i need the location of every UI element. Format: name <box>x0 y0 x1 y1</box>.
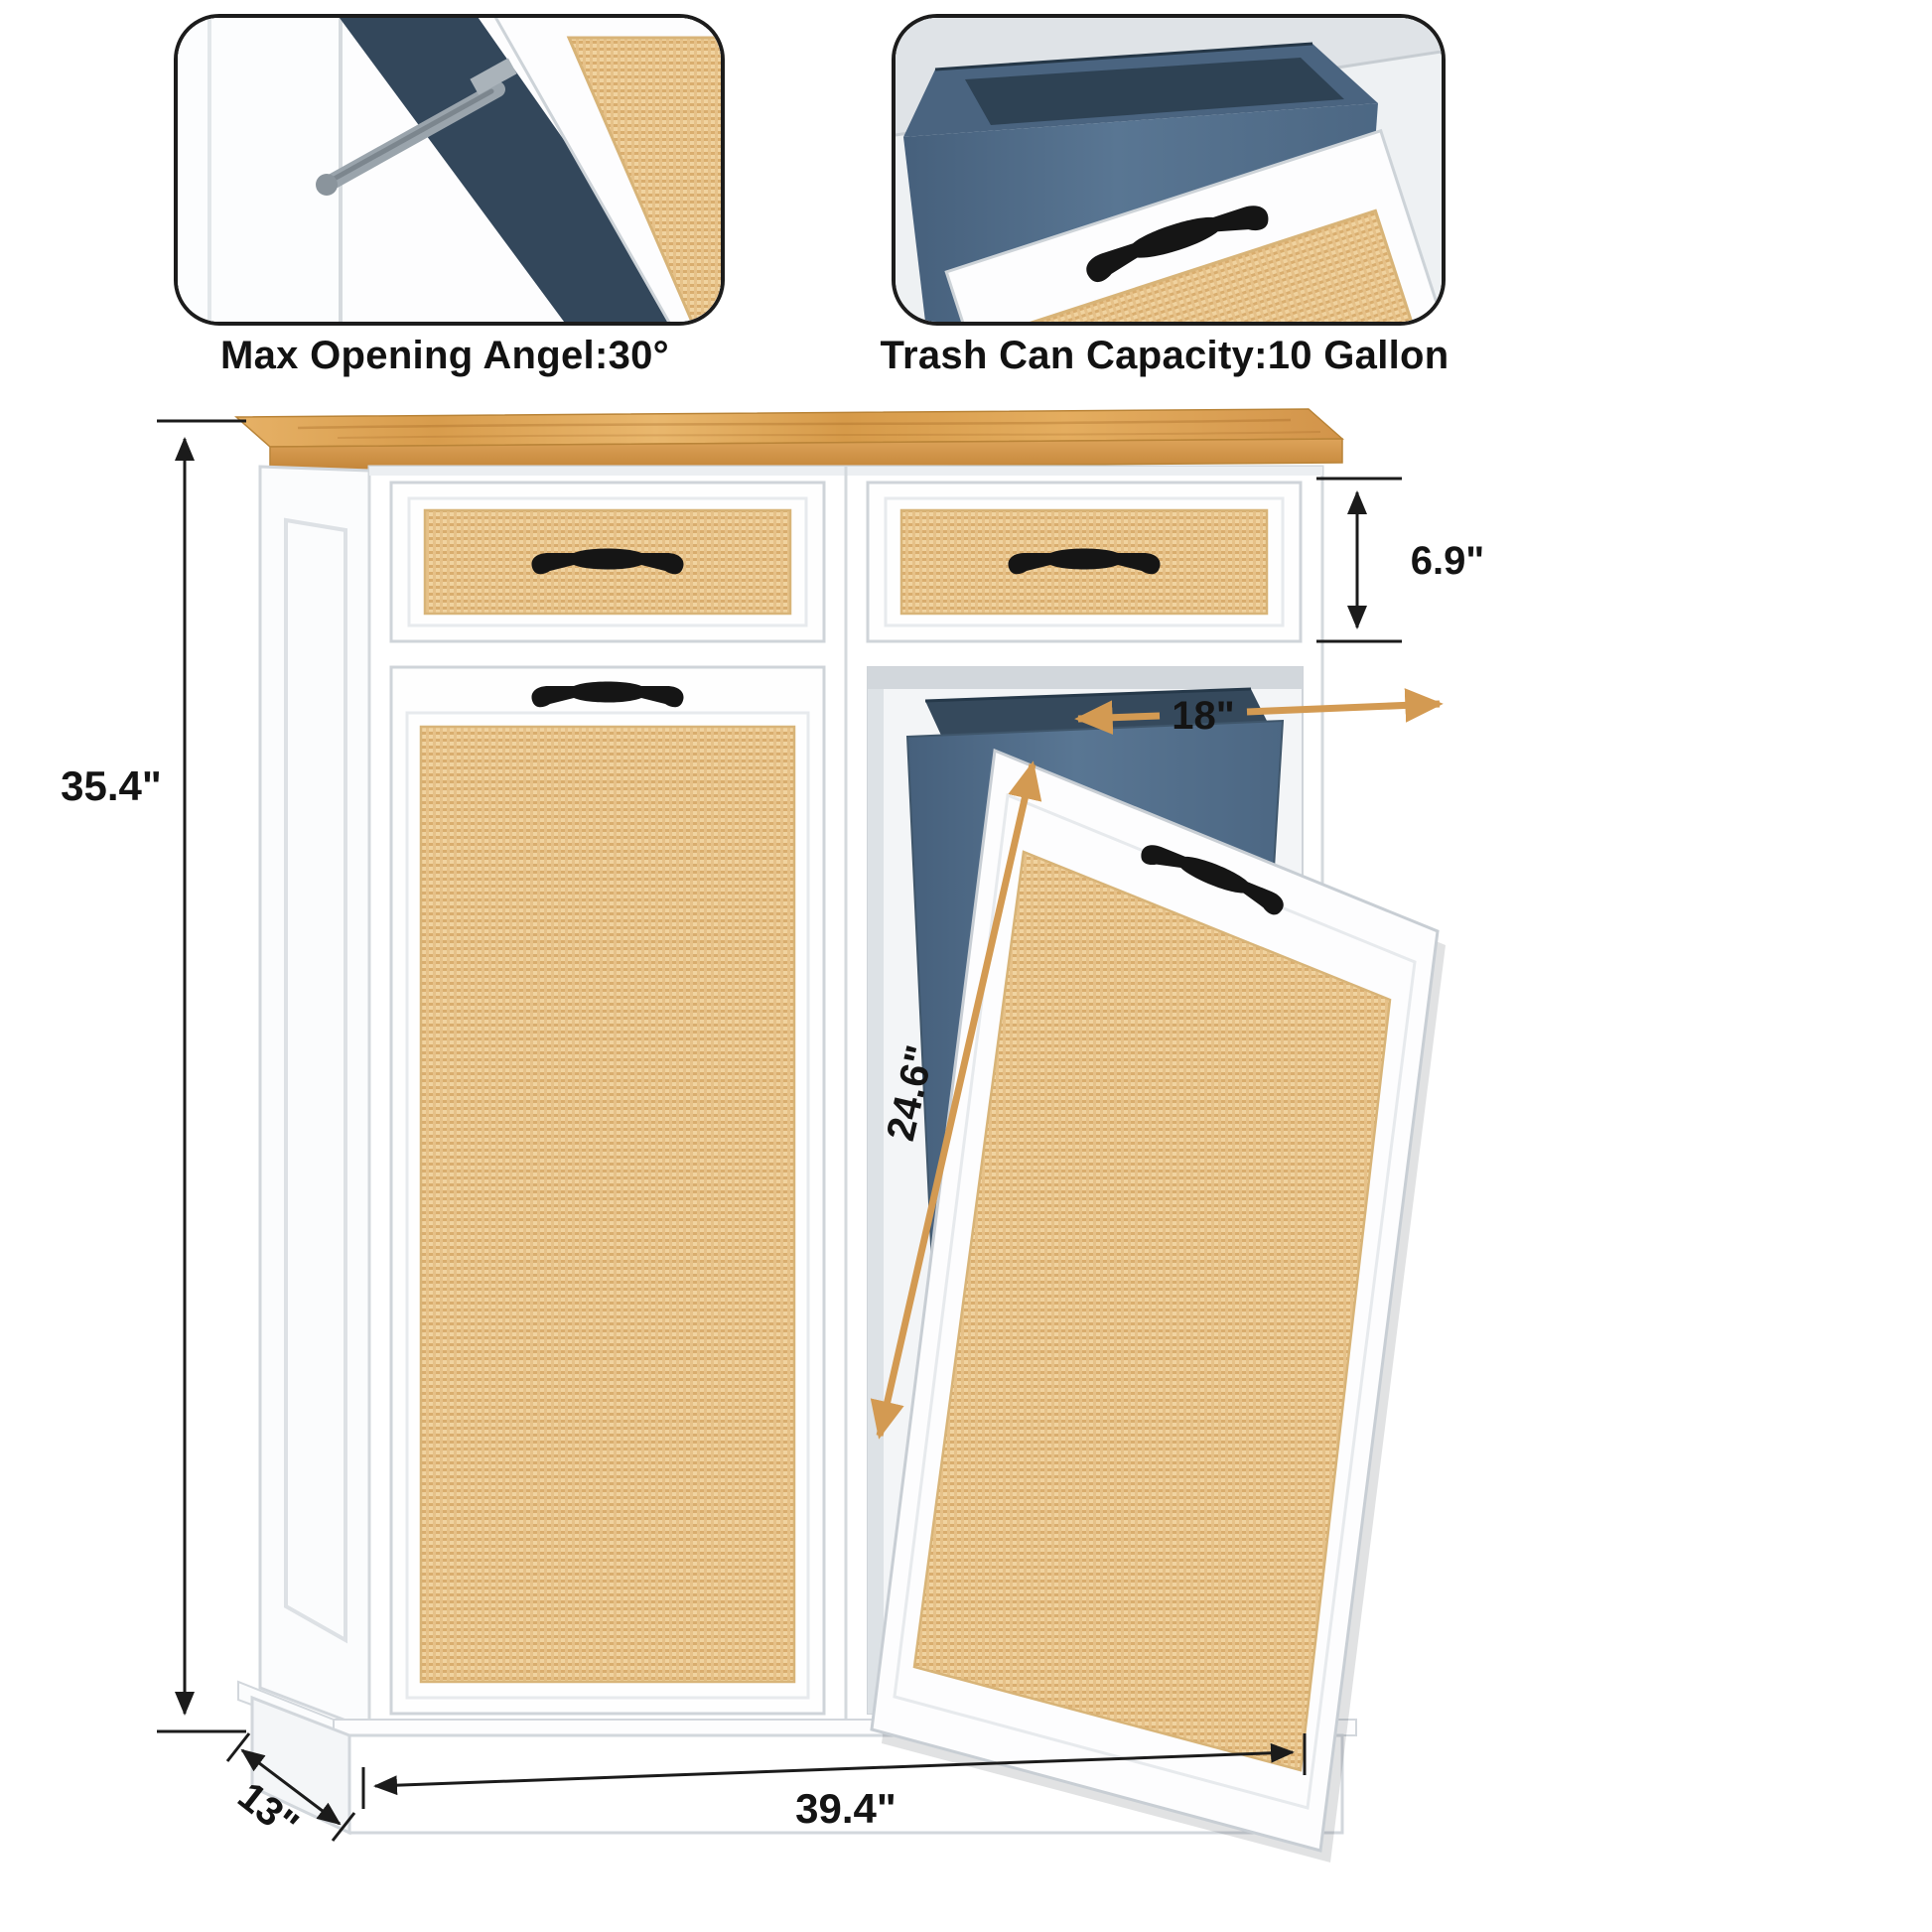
depth-dimension: 13" <box>225 1732 356 1848</box>
width-label: 39.4" <box>795 1785 897 1832</box>
right-compartment <box>867 666 1304 1715</box>
height-label: 35.4" <box>61 762 162 809</box>
wood-top <box>234 408 1344 472</box>
trash-can <box>905 687 1285 1459</box>
depth-label: 13" <box>229 1774 306 1848</box>
door-handle-icon[interactable] <box>1138 836 1289 918</box>
closeup-opening-angle <box>174 14 725 326</box>
closeup-trash-capacity <box>892 14 1446 326</box>
closeup-opening-angle-image <box>178 18 721 322</box>
door-shadow <box>882 764 1446 1863</box>
door-opening-dimension: 24.6" <box>870 760 1042 1440</box>
left-drawer[interactable] <box>389 481 826 643</box>
drawer-handle-icon[interactable] <box>531 548 684 575</box>
closeup-trash-capacity-image <box>896 18 1442 322</box>
door-opening-label: 24.6" <box>879 1041 943 1145</box>
left-tilt-door[interactable] <box>389 665 826 1716</box>
drawer-height-label: 6.9" <box>1411 539 1485 583</box>
can-width-label: 18" <box>1172 694 1234 738</box>
rattan-panel <box>899 508 1269 616</box>
door-handle-icon[interactable] <box>531 681 684 708</box>
cabinet-base <box>237 1680 1357 1836</box>
cabinet-frame-panel <box>178 18 345 322</box>
tilted-door-closeup <box>944 128 1442 322</box>
drawer-handle-icon[interactable] <box>1008 548 1161 575</box>
door-gap-shadow <box>339 18 692 322</box>
right-drawer[interactable] <box>866 481 1303 643</box>
rattan-panel <box>912 850 1392 1772</box>
right-tilt-door-open[interactable] <box>870 748 1446 1863</box>
caption-opening-angle: Max Opening Angel:30° <box>220 334 669 377</box>
rattan-panel <box>419 725 796 1684</box>
rattan-panel <box>423 508 792 616</box>
rattan-panel <box>996 208 1442 322</box>
caption-trash-capacity: Trash Can Capacity:10 Gallon <box>880 334 1449 377</box>
cabinet-side-panel <box>258 465 371 1732</box>
hinge-icon <box>316 58 517 196</box>
cabinet-front <box>367 465 1324 1731</box>
tilted-door-closeup <box>493 18 721 322</box>
drawer-height-dimension: 6.9" <box>1316 477 1485 643</box>
width-dimension: 39.4" <box>361 1733 1307 1832</box>
height-dimension: 35.4" <box>61 419 246 1733</box>
rattan-panel <box>566 36 721 322</box>
can-width-dimension: 18" <box>1074 688 1444 738</box>
